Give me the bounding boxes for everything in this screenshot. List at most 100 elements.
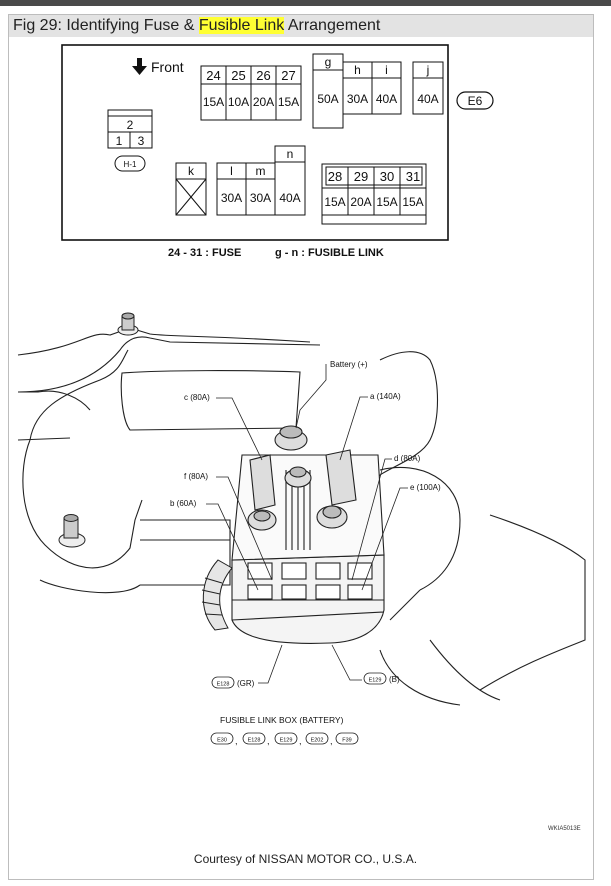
connector-badge bbox=[335, 732, 359, 745]
connector-badge bbox=[305, 732, 329, 745]
courtesy-credit: Courtesy of NISSAN MOTOR CO., U.S.A. bbox=[193, 852, 418, 866]
connector-e6-badge bbox=[456, 91, 494, 110]
connector-e128-label: E128 bbox=[217, 682, 230, 688]
connector-badge-label: E129 bbox=[280, 738, 293, 744]
connector-e129-label: E129 bbox=[369, 678, 382, 684]
relay-block bbox=[107, 109, 153, 149]
figure-header bbox=[9, 15, 593, 37]
link-rating-g: 50A bbox=[317, 92, 338, 106]
legend-fusible-link: g - n : FUSIBLE LINK bbox=[275, 247, 384, 259]
connector-e6-label: E6 bbox=[468, 94, 483, 108]
connector-e128-suffix: (GR) bbox=[237, 679, 255, 688]
connector-badge bbox=[210, 732, 234, 745]
terminal-nut-icon bbox=[247, 509, 277, 531]
fuse-number-24: 24 bbox=[206, 68, 220, 83]
connector-badge-label: E202 bbox=[311, 738, 324, 744]
title-highlight: Fusible Link bbox=[198, 17, 285, 34]
link-rating-l: 30A bbox=[221, 191, 242, 205]
watermark-code: WKIA5013E bbox=[548, 826, 581, 832]
fuse-number-26: 26 bbox=[256, 68, 270, 83]
fuse-rating-24: 15A bbox=[203, 95, 224, 109]
link-rating-n: 40A bbox=[279, 191, 300, 205]
fuse-number-31: 31 bbox=[406, 169, 420, 184]
callout-b: b (60A) bbox=[170, 499, 197, 508]
fuse-number-27: 27 bbox=[281, 68, 295, 83]
terminal-nut-icon bbox=[316, 505, 348, 529]
figure-title: Fig 29: Identifying Fuse & Fusible Link … bbox=[13, 17, 380, 35]
link-rating-j: 40A bbox=[417, 92, 438, 106]
fuse-box-outline bbox=[61, 44, 449, 241]
callout-lines bbox=[206, 364, 408, 684]
connector-separator: , bbox=[299, 736, 302, 746]
front-arrow-icon bbox=[132, 58, 147, 75]
callout-battery-plus: Battery (+) bbox=[330, 360, 368, 369]
link-letter-g: g bbox=[325, 55, 332, 69]
relay-pin-2: 2 bbox=[127, 118, 134, 132]
connector-h1-label: H-1 bbox=[124, 160, 137, 169]
link-letter-h: h bbox=[354, 63, 361, 77]
front-label: Front bbox=[151, 59, 184, 75]
callout-e: e (100A) bbox=[410, 483, 441, 492]
fuse-rating-26: 20A bbox=[253, 95, 274, 109]
connector-badge-label: E128 bbox=[248, 738, 261, 744]
fusible-link-box bbox=[231, 449, 385, 644]
fuse-block-28-31 bbox=[321, 163, 427, 225]
bolt-icon bbox=[117, 312, 139, 336]
callout-c: c (80A) bbox=[184, 393, 210, 402]
terminal-nut-icon bbox=[274, 425, 308, 451]
relay-pin-1: 1 bbox=[116, 134, 123, 148]
link-block-l-m bbox=[216, 162, 276, 216]
link-letter-n: n bbox=[287, 147, 294, 161]
link-block-h-i bbox=[342, 61, 402, 115]
fuse-rating-28: 15A bbox=[324, 195, 345, 209]
fuse-block-24-27 bbox=[200, 65, 302, 121]
fuse-rating-31: 15A bbox=[402, 195, 423, 209]
connector-badge-label: E30 bbox=[217, 738, 227, 744]
connector-badge bbox=[242, 732, 266, 745]
connector-e129-badge bbox=[363, 672, 387, 685]
callout-f: f (80A) bbox=[184, 472, 208, 481]
connector-h1-badge bbox=[114, 155, 146, 172]
connector-e129-suffix: (B) bbox=[389, 675, 400, 684]
fuse-rating-29: 20A bbox=[350, 195, 371, 209]
link-letter-i: i bbox=[385, 63, 388, 77]
fuse-number-28: 28 bbox=[328, 169, 342, 184]
terminal-nut-icon bbox=[284, 466, 312, 488]
title-suffix: Arrangement bbox=[284, 17, 381, 34]
fuse-rating-27: 15A bbox=[278, 95, 299, 109]
fuse-number-30: 30 bbox=[380, 169, 394, 184]
link-block-j bbox=[412, 61, 444, 115]
link-rating-h: 30A bbox=[347, 92, 368, 106]
bolt-icon bbox=[58, 514, 86, 548]
link-letter-l: l bbox=[230, 164, 233, 178]
wiring-harness bbox=[201, 559, 233, 631]
connector-separator: , bbox=[330, 736, 333, 746]
link-letter-k: k bbox=[188, 164, 195, 178]
link-rating-i: 40A bbox=[376, 92, 397, 106]
connector-separator: , bbox=[267, 736, 270, 746]
link-rating-m: 30A bbox=[250, 191, 271, 205]
link-block-n bbox=[274, 145, 306, 216]
diagram-caption: FUSIBLE LINK BOX (BATTERY) bbox=[220, 715, 344, 725]
fuse-rating-25: 10A bbox=[228, 95, 249, 109]
link-letter-j: j bbox=[426, 63, 430, 77]
connector-badge-label: F39 bbox=[342, 738, 351, 744]
fuse-box-diagram: Front 24 25 26 27 15A 10A 20A 15A g 50A bbox=[61, 44, 494, 241]
title-prefix: Fig 29: Identifying Fuse & bbox=[13, 17, 199, 34]
top-bar bbox=[0, 0, 611, 6]
fuse-number-29: 29 bbox=[354, 169, 368, 184]
fuse-number-25: 25 bbox=[231, 68, 245, 83]
fuse-rating-30: 15A bbox=[376, 195, 397, 209]
connector-badge bbox=[274, 732, 298, 745]
link-block-k bbox=[175, 162, 207, 216]
connector-e128-badge bbox=[211, 676, 235, 689]
connector-separator: , bbox=[235, 736, 238, 746]
callout-d: d (80A) bbox=[394, 454, 421, 463]
battery-illustration bbox=[17, 327, 586, 706]
link-letter-m: m bbox=[256, 164, 266, 178]
relay-pin-3: 3 bbox=[138, 134, 145, 148]
callout-a: a (140A) bbox=[370, 392, 401, 401]
legend-fuse: 24 - 31 : FUSE bbox=[168, 247, 241, 259]
figure-frame bbox=[8, 14, 594, 880]
